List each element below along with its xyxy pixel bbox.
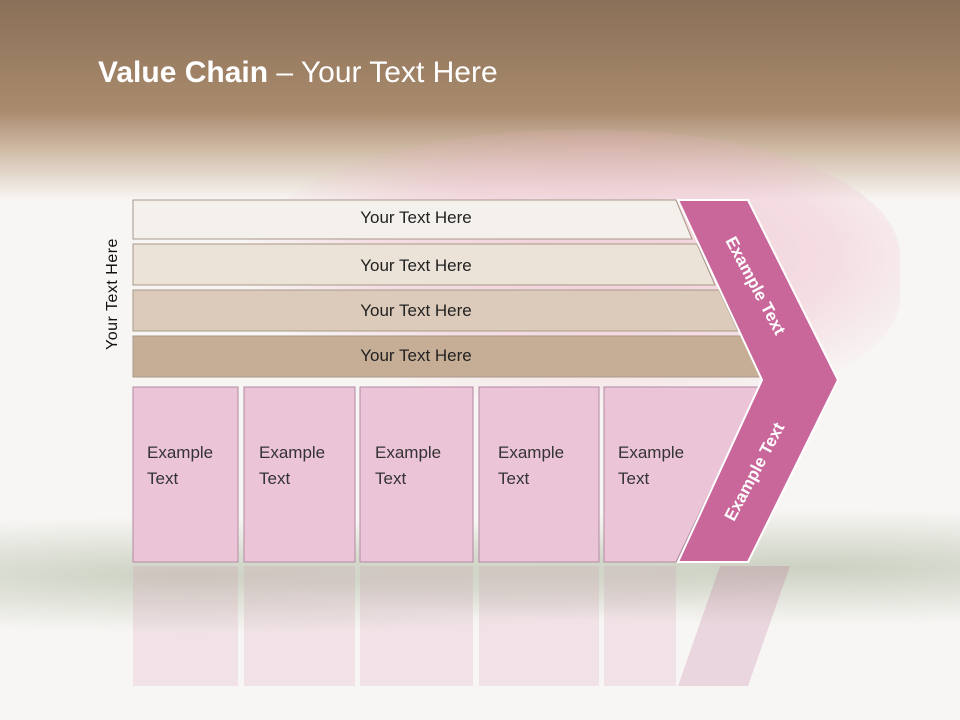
activity-box-5: [603, 386, 761, 563]
activity-box-2: [243, 386, 356, 563]
box-label-3: Example Text: [375, 443, 442, 488]
box-label-5: Example Text: [618, 443, 685, 488]
row-label-3: Your Text Here: [360, 301, 472, 320]
row-label-1: Your Text Here: [360, 208, 472, 227]
value-chevron: [676, 199, 840, 563]
activity-box-1: [132, 386, 239, 563]
row-label-2: Your Text Here: [360, 256, 472, 275]
row-bar-1: [132, 199, 693, 240]
row-label-4: Your Text Here: [360, 346, 472, 365]
box-label-1: Example Text: [147, 443, 214, 488]
box-label-2: Example Text: [259, 443, 326, 488]
title-bold: Value Chain: [98, 56, 269, 89]
row-bar-2: [132, 243, 716, 286]
activity-box-4: [478, 386, 600, 563]
row-bar-3: [132, 289, 739, 332]
title-rest: – Your Text Here: [268, 56, 498, 89]
box-label-4: Example Text: [498, 443, 565, 488]
slide-title: Value Chain – Your Text Here: [98, 56, 498, 90]
activity-box-3: [359, 386, 474, 563]
